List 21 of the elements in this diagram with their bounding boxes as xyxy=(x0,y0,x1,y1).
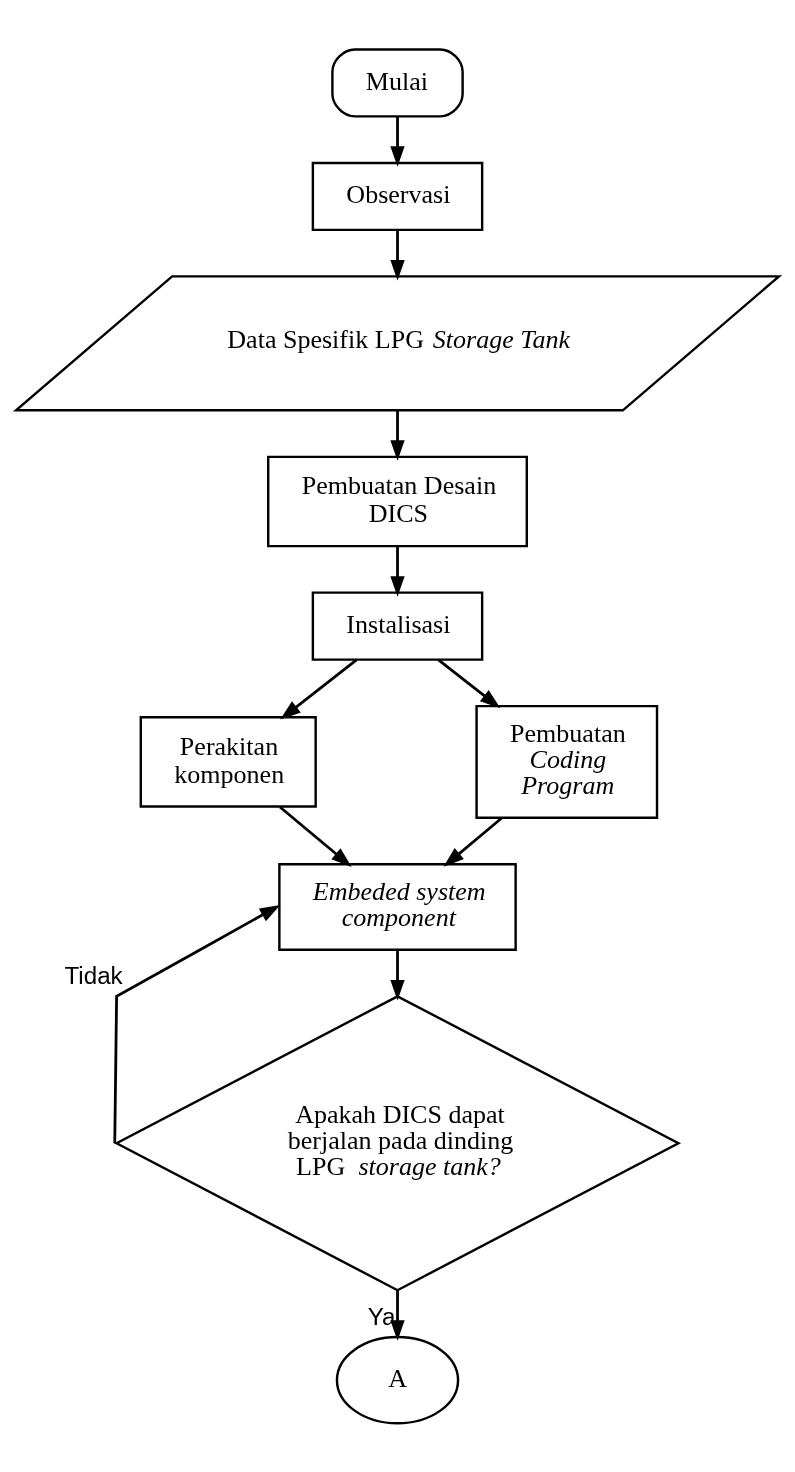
node-ellipse: A xyxy=(335,1335,460,1424)
node-diamond: Apakah DICS dapat berjalan pada dinding LPG storage tank? xyxy=(114,994,682,1292)
node-box: Instalisasi xyxy=(311,590,484,661)
arrow xyxy=(113,904,281,1143)
arrow xyxy=(390,229,405,281)
arrow xyxy=(390,949,405,1000)
arrow xyxy=(390,410,405,461)
edge-label: Tidak xyxy=(64,961,123,989)
node-box: Embeded system component xyxy=(278,862,517,951)
arrow xyxy=(280,658,358,719)
node-box: Pembuatan Desain DICS xyxy=(267,455,528,547)
arrow xyxy=(443,816,503,867)
arrow xyxy=(437,658,501,708)
node-box: Perakitan komponen xyxy=(139,715,317,808)
node-box: Mulai xyxy=(331,47,464,118)
arrow xyxy=(390,545,405,597)
arrow xyxy=(279,805,352,867)
node-box: Observasi xyxy=(311,161,484,231)
arrow xyxy=(390,1290,405,1341)
arrow xyxy=(390,116,405,167)
node-box: Pembuatan Coding Program xyxy=(475,704,659,819)
